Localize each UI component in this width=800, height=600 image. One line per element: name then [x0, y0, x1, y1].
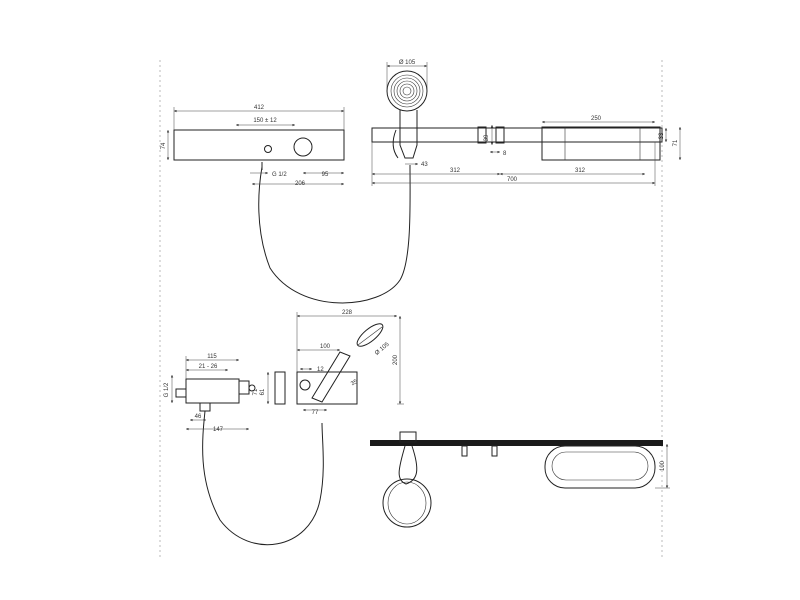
diverter-button [264, 145, 272, 153]
rail-front-view: 100 [370, 431, 670, 528]
dim-12: 12 [317, 367, 324, 373]
dim-43: 43 [421, 162, 428, 168]
dim-61: 61 [260, 388, 266, 395]
holder-side-view [274, 323, 384, 405]
thermostat-dimensions: 412 150 ± 12 74 G 1/2 95 206 [161, 105, 345, 187]
dim-115: 115 [207, 354, 217, 360]
dim-250: 250 [591, 116, 602, 122]
rail-bar [371, 127, 663, 143]
dim-100: 100 [320, 344, 331, 350]
dim-71-top: 71 [673, 139, 679, 146]
dim-g12-side: G 1/2 [164, 382, 170, 397]
thermostat-top-view [173, 129, 412, 304]
dim-200: 200 [393, 354, 399, 365]
side-thermostat-dimensions: 115 21 - 26 G 1/2 46 147 [164, 354, 249, 433]
dim-312-right: 312 [575, 168, 586, 174]
shelf-outline [541, 126, 661, 161]
handshower-top-view [386, 70, 428, 159]
dim-33: 33 [659, 132, 665, 139]
rail-top-view [371, 126, 663, 161]
dim-312-left: 312 [450, 168, 461, 174]
shelf-front [544, 445, 656, 489]
dim-206: 206 [295, 181, 306, 187]
dim-46: 46 [195, 414, 202, 420]
handshower-front [382, 478, 432, 528]
dim-100-front: 100 [660, 460, 666, 471]
dim-228: 228 [342, 310, 353, 316]
thermostat-knob [293, 137, 313, 157]
dim-holder-diameter: Ø 105 [374, 341, 391, 357]
thermostat-side-view [175, 378, 324, 546]
holder-dimensions: 228 100 Ø 105 200 12 61 71 35 77 [253, 310, 404, 416]
dim-71-holder: 71 [253, 388, 259, 395]
dim-8: 8 [503, 151, 507, 157]
dim-412: 412 [254, 105, 265, 111]
dim-head-diameter: Ø 105 [399, 60, 416, 66]
dim-21-26: 21 - 26 [199, 364, 218, 370]
dim-g12-top: G 1/2 [272, 172, 287, 178]
thermostat-body [173, 129, 345, 161]
shower-hose [258, 164, 411, 304]
dim-150: 150 ± 12 [253, 118, 277, 124]
rail-dimensions: Ø 105 43 39 8 312 312 700 250 33 71 [371, 60, 682, 186]
dim-35: 35 [350, 379, 359, 388]
side-hose [202, 410, 324, 546]
dim-147: 147 [213, 427, 224, 433]
handshower-side [356, 323, 384, 347]
dim-77: 77 [312, 410, 319, 416]
dim-74: 74 [161, 142, 167, 149]
dim-39: 39 [484, 134, 490, 141]
side-body [185, 378, 240, 404]
front-rail-bar [370, 440, 663, 446]
dim-700: 700 [507, 177, 518, 183]
dim-95: 95 [322, 172, 329, 178]
